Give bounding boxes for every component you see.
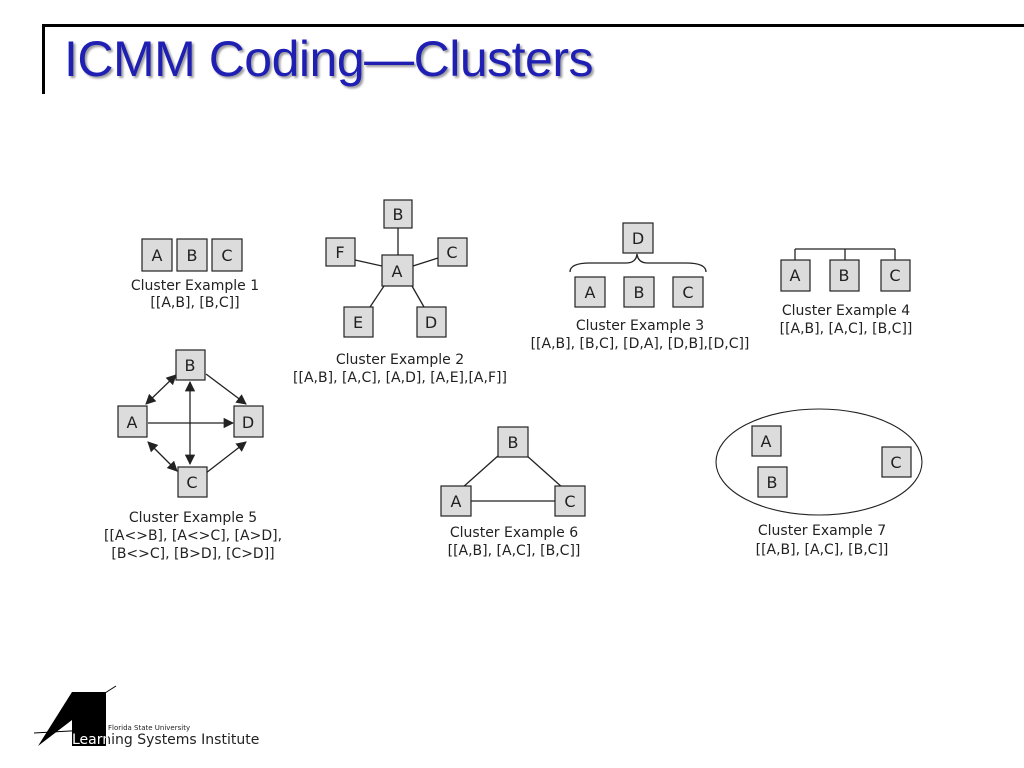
example-code: [[A,B], [A,C], [B,C]] (448, 543, 581, 559)
svg-text:A: A (127, 413, 138, 432)
cluster-example-2: B F A C E D Cluster Example 2 [[A,B], [A… (293, 199, 507, 386)
node-a: A (440, 485, 472, 517)
node-d: D (622, 222, 654, 254)
node-b: B (623, 276, 655, 308)
svg-text:A: A (152, 246, 163, 265)
node-e: E (343, 306, 374, 338)
fsu-lsi-logo (33, 685, 117, 746)
node-d: D (416, 306, 447, 338)
svg-text:A: A (392, 262, 403, 281)
node-b: B (829, 259, 860, 292)
svg-text:A: A (585, 283, 596, 302)
node-d: D (233, 405, 264, 438)
node-b: B (175, 349, 206, 381)
svg-text:C: C (889, 266, 900, 285)
example-code-line-1: [[A<>B], [A<>C], [A>D], (104, 528, 282, 544)
svg-text:B: B (185, 356, 196, 375)
svg-text:E: E (353, 313, 363, 332)
example-caption: Cluster Example 7 (758, 523, 886, 539)
node-a: A (780, 259, 811, 292)
svg-text:F: F (335, 243, 344, 262)
svg-text:C: C (890, 453, 901, 472)
svg-text:C: C (446, 243, 457, 262)
cluster-example-4: A B C Cluster Example 4 [[A,B], [A,C], [… (780, 248, 913, 337)
node-a: A (574, 276, 606, 308)
logo-institute-name: Learning Systems Institute (72, 732, 260, 748)
cluster-ellipse (715, 408, 923, 516)
svg-text:B: B (767, 473, 778, 492)
node-b: B (497, 426, 529, 458)
slide-title: ICMM Coding—Clusters (64, 31, 594, 87)
svg-text:C: C (682, 283, 693, 302)
example-code: [[A,B], [B,C]] (150, 295, 239, 311)
node-b: B (757, 466, 788, 498)
title-frame-left-rule (42, 24, 45, 94)
cluster-example-6: B A C Cluster Example 6 [[A,B], [A,C], [… (440, 426, 586, 559)
node-a: A (751, 425, 782, 457)
svg-text:D: D (242, 413, 254, 432)
example-code: [[A,B], [A,C], [B,C]] (756, 542, 889, 558)
example-caption: Cluster Example 2 (336, 352, 464, 368)
svg-text:A: A (451, 492, 462, 511)
node-c: C (177, 466, 208, 498)
example-code: [[A,B], [A,C], [A,D], [A,E],[A,F]] (293, 370, 507, 386)
node-c: C (672, 276, 704, 308)
node-b: B (176, 238, 208, 272)
cluster-example-1: A B C Cluster Example 1 [[A,B], [B,C]] (131, 238, 259, 311)
node-a: A (381, 254, 414, 287)
svg-text:B: B (839, 266, 850, 285)
node-c: C (437, 237, 468, 267)
example-code: [[A,B], [A,C], [B,C]] (780, 321, 913, 337)
svg-text:B: B (393, 205, 404, 224)
logo-horizon-line (33, 728, 107, 734)
example-code: [[A,B], [B,C], [D,A], [D,B],[D,C]] (531, 336, 750, 352)
node-c: C (211, 238, 243, 272)
node-c: C (881, 446, 912, 478)
example-caption: Cluster Example 6 (450, 525, 578, 541)
logo-institute-name-overlay: Learning Systems Institute (72, 732, 108, 748)
svg-text:A: A (761, 432, 772, 451)
logo-black-block (72, 692, 106, 746)
node-b: B (383, 199, 413, 229)
svg-text:D: D (632, 229, 644, 248)
svg-text:B: B (634, 283, 645, 302)
svg-text:C: C (186, 473, 197, 492)
node-a: A (117, 405, 148, 438)
node-f: F (325, 237, 356, 267)
svg-text:B: B (187, 246, 198, 265)
example-caption: Cluster Example 4 (782, 303, 910, 319)
example-caption: Cluster Example 3 (576, 318, 704, 334)
title-frame-top-rule (42, 24, 1024, 27)
example-code-line-2: [B<>C], [B>D], [C>D]] (111, 546, 274, 562)
logo-left-wedge (38, 692, 72, 746)
cluster-example-3: D A B C Cluster Example 3 [[A,B], [B,C],… (531, 222, 750, 352)
logo-diagonal-line (71, 685, 117, 715)
example-caption: Cluster Example 1 (131, 278, 259, 294)
node-c: C (880, 259, 911, 292)
svg-text:B: B (508, 433, 519, 452)
node-a: A (141, 238, 173, 272)
example-caption: Cluster Example 5 (129, 510, 257, 526)
svg-text:C: C (221, 246, 232, 265)
svg-text:D: D (425, 313, 437, 332)
cluster-example-7: A C B Cluster Example 7 [[A,B], [A,C], [… (715, 408, 923, 558)
svg-text:C: C (564, 492, 575, 511)
node-c: C (554, 485, 586, 517)
svg-text:A: A (790, 266, 801, 285)
logo-university-name: Florida State University (108, 724, 191, 732)
cluster-example-5: B A D C Cluster Example 5 [[A<>B], [A<>C… (104, 349, 282, 562)
